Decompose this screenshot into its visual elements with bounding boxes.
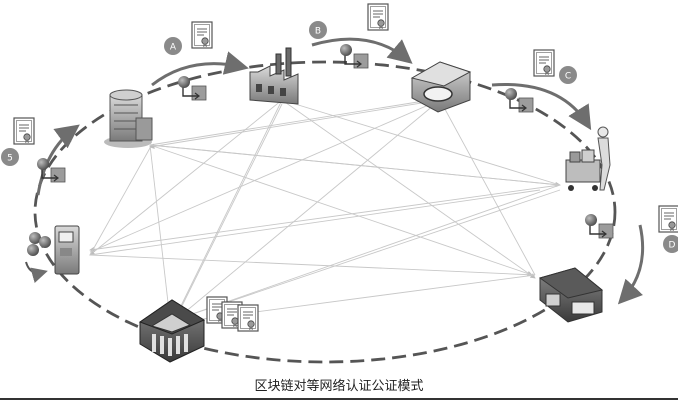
- certificate-icon: [658, 205, 678, 233]
- warehouse-icon: [410, 61, 472, 113]
- atm-icon: [25, 225, 80, 283]
- svg-text:5: 5: [7, 154, 13, 164]
- certificate-icon: [191, 21, 213, 49]
- bank-icon: [138, 299, 206, 363]
- step-badge-5: 5: [1, 148, 19, 166]
- diagram-caption: 区块链对等网络认证公证模式: [254, 379, 424, 394]
- svg-text:A: A: [170, 43, 177, 53]
- office-building-icon: [104, 89, 153, 148]
- signature-key-icon: [584, 213, 614, 239]
- step-badge-b: B: [309, 21, 327, 39]
- peer-mesh-lines: [89, 99, 561, 323]
- step-badge-a: A: [164, 37, 182, 55]
- svg-text:D: D: [669, 241, 676, 251]
- arrow-a: [151, 51, 249, 87]
- certificate-icon: [13, 117, 35, 145]
- storefront-icon: [538, 267, 604, 323]
- certificate-stack-icon: [206, 296, 259, 332]
- svg-text:B: B: [315, 27, 321, 37]
- step-badge-d: D: [663, 235, 678, 253]
- arrow-c: [491, 83, 592, 131]
- bottom-rule: [0, 398, 678, 400]
- certificate-icon: [533, 49, 555, 77]
- factory-icon: [249, 47, 299, 105]
- certificate-icon: [367, 3, 389, 31]
- signature-key-icon: [339, 43, 369, 69]
- shopping-cart-icon: [565, 126, 611, 191]
- flow-arrows: [36, 37, 645, 305]
- arrow-d: [617, 224, 645, 305]
- network-ring: [33, 60, 617, 364]
- svg-text:C: C: [565, 72, 571, 82]
- step-badge-c: C: [559, 66, 577, 84]
- arrow-5: [36, 124, 80, 196]
- signature-key-icon: [504, 87, 534, 113]
- arrow-b: [311, 37, 413, 64]
